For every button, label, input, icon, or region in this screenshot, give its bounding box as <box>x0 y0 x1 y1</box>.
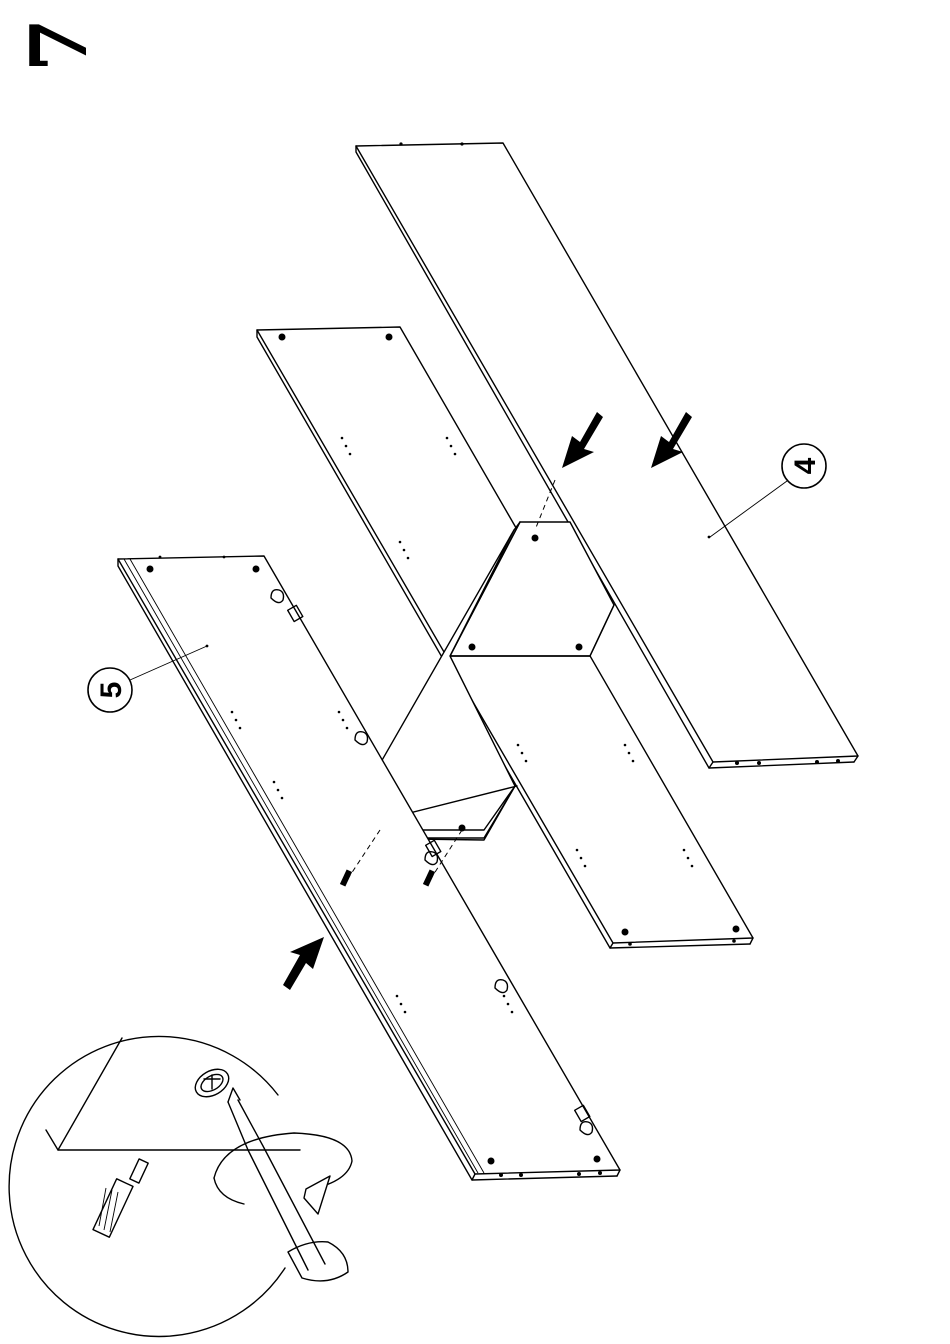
step-number: 7 <box>14 18 105 72</box>
callout-label-4: 4 <box>789 457 822 474</box>
screw-detail <box>93 1159 148 1237</box>
screwdriver-icon <box>228 1088 348 1281</box>
callout-label-5: 5 <box>95 682 128 699</box>
cam-lock-detail <box>190 1064 233 1103</box>
callout-part-4: 4 <box>710 444 826 537</box>
detail-magnifier <box>9 1036 352 1336</box>
rotate-arrow-icon <box>214 1133 352 1214</box>
step-number-text: 7 <box>14 18 105 72</box>
